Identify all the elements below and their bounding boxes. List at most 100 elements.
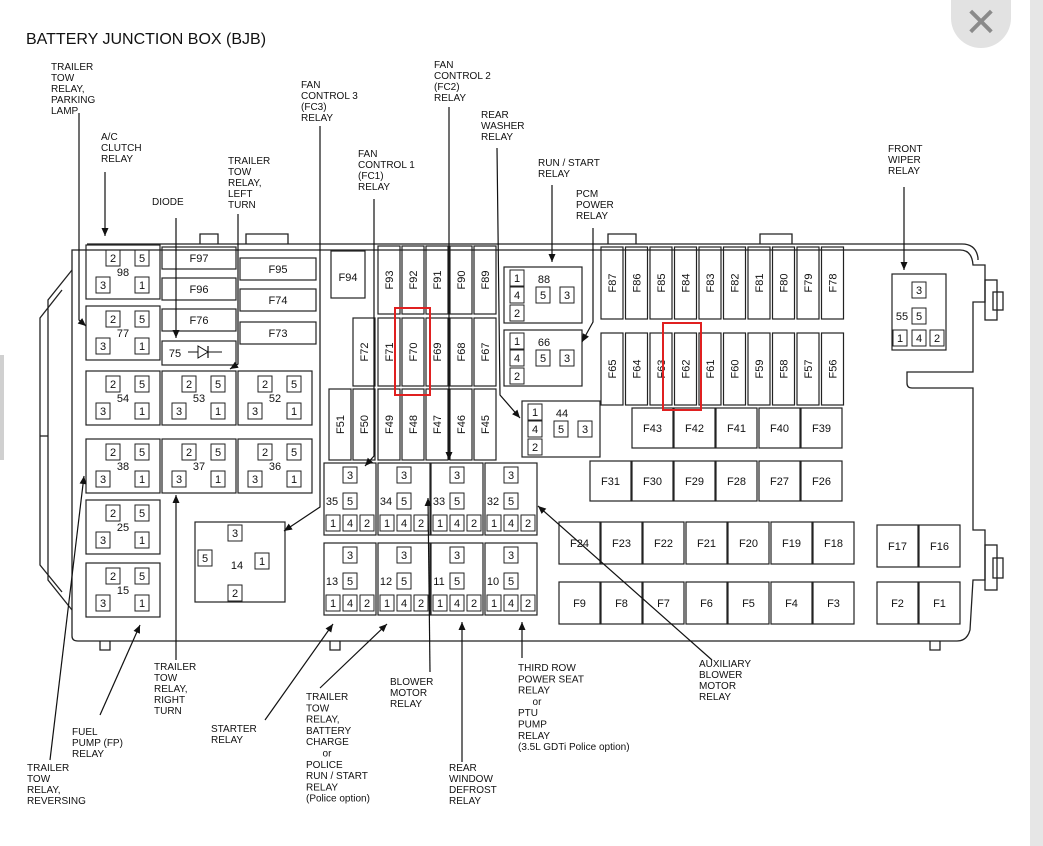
fuse-label: F95	[269, 264, 288, 276]
label-blower-motor: BLOWER	[390, 677, 433, 688]
label-fuel-pump: PUMP (FP)	[72, 738, 123, 749]
fuse-F95	[239, 257, 317, 281]
fuse-label: F21	[697, 538, 716, 550]
label-rear-washer: REAR	[481, 110, 509, 121]
fuse-label: F29	[685, 476, 704, 488]
relay-number: 35	[326, 496, 338, 508]
fuse-F92	[401, 245, 425, 315]
relay-pin	[342, 466, 358, 484]
fuse-label: F30	[643, 476, 662, 488]
pin-label: 4	[532, 424, 538, 436]
fuse-F58	[771, 332, 796, 406]
fuse-label: F39	[812, 423, 831, 435]
fuse-F91	[425, 245, 449, 315]
pin-label: 3	[564, 290, 570, 302]
arrow-head	[512, 409, 520, 418]
pin-label: 3	[100, 280, 106, 292]
fuse-label: F3	[827, 598, 840, 610]
pin-label: 2	[110, 508, 116, 520]
relay-pin	[413, 594, 429, 612]
fuse-F48	[401, 388, 425, 461]
relay-pin	[509, 349, 525, 367]
fuse-label: F60	[730, 360, 742, 379]
relay-pin	[503, 466, 519, 484]
fuse-label: F56	[828, 360, 840, 379]
pin-label: 1	[532, 407, 538, 419]
pin-label: 3	[454, 550, 460, 562]
relay-pin	[95, 470, 111, 488]
fuse-F22	[642, 521, 685, 565]
relay-number: 77	[117, 328, 129, 340]
fuse-F84	[673, 246, 698, 320]
relay-pin	[210, 470, 226, 488]
fuse-label: F57	[803, 360, 815, 379]
relay-number: 88	[538, 274, 550, 286]
fuse-F19	[770, 521, 813, 565]
label-front-wiper: WIPER	[888, 155, 921, 166]
label-trailer-tow-left: LEFT	[228, 189, 252, 200]
relay-number: 36	[269, 461, 281, 473]
fuse-label: F51	[335, 415, 347, 434]
pin-label: 5	[347, 496, 353, 508]
relay-number: 15	[117, 585, 129, 597]
fuse-F69	[425, 317, 449, 387]
relay-pin	[134, 504, 150, 522]
arrow-head	[365, 457, 373, 466]
label-trailer-tow-right: TOW	[154, 673, 178, 684]
pin-label: 2	[418, 598, 424, 610]
pin-label: 2	[364, 518, 370, 530]
fuse-label: F1	[933, 598, 946, 610]
arrow-head	[230, 361, 239, 369]
pin-label: 4	[347, 598, 353, 610]
arrow-head	[900, 262, 908, 270]
close-button[interactable]: ✕	[951, 0, 1011, 48]
relay-pin	[509, 269, 525, 287]
relay-pin	[286, 375, 302, 393]
relay-pin	[892, 329, 908, 347]
pin-label: 5	[139, 379, 145, 391]
fuse-F16	[918, 524, 961, 568]
relay-pin	[509, 286, 525, 304]
relay-pin	[342, 594, 358, 612]
fuse-F51	[328, 388, 352, 461]
fuse-F73	[239, 321, 317, 345]
pin-label: 4	[454, 598, 460, 610]
pin-label: 5	[454, 496, 460, 508]
fuse-label: F80	[779, 274, 791, 293]
fuse-F87	[600, 246, 624, 320]
relay-pin	[432, 514, 448, 532]
fuse-label: F67	[480, 343, 492, 362]
label-third-row: PTU	[518, 708, 538, 719]
label-fan-control-1: CONTROL 1	[358, 160, 415, 171]
relay-pin	[105, 567, 121, 585]
label-trailer-tow-parking: LAMP	[51, 106, 79, 117]
label-trailer-tow-right: RIGHT	[154, 695, 185, 706]
relay-number: 33	[433, 496, 445, 508]
fuse-label: F46	[456, 415, 468, 434]
relay-34	[377, 462, 431, 536]
relay-pin	[449, 514, 465, 532]
label-trailer-tow-battery: RUN / START	[306, 771, 368, 782]
pin-label: 5	[401, 496, 407, 508]
pin-label: 5	[508, 576, 514, 588]
relay-number: 10	[487, 576, 499, 588]
relay-77	[85, 305, 161, 361]
relay-pin	[227, 524, 243, 542]
fuse-F29	[673, 460, 716, 502]
arrow-head	[325, 624, 333, 633]
relay-pin	[449, 492, 465, 510]
label-trailer-tow-parking: PARKING	[51, 95, 95, 106]
relay-number: 52	[269, 393, 281, 405]
pin-label: 3	[252, 474, 258, 486]
callout-starter	[264, 623, 334, 721]
fuse-label: F71	[384, 343, 396, 362]
label-fan-control-1: RELAY	[358, 182, 390, 193]
pin-label: 1	[139, 535, 145, 547]
label-trailer-tow-left: TRAILER	[228, 156, 270, 167]
relay-number: 55	[896, 311, 908, 323]
relay-pin	[466, 594, 482, 612]
relay-pin	[134, 337, 150, 355]
pin-label: 1	[384, 518, 390, 530]
